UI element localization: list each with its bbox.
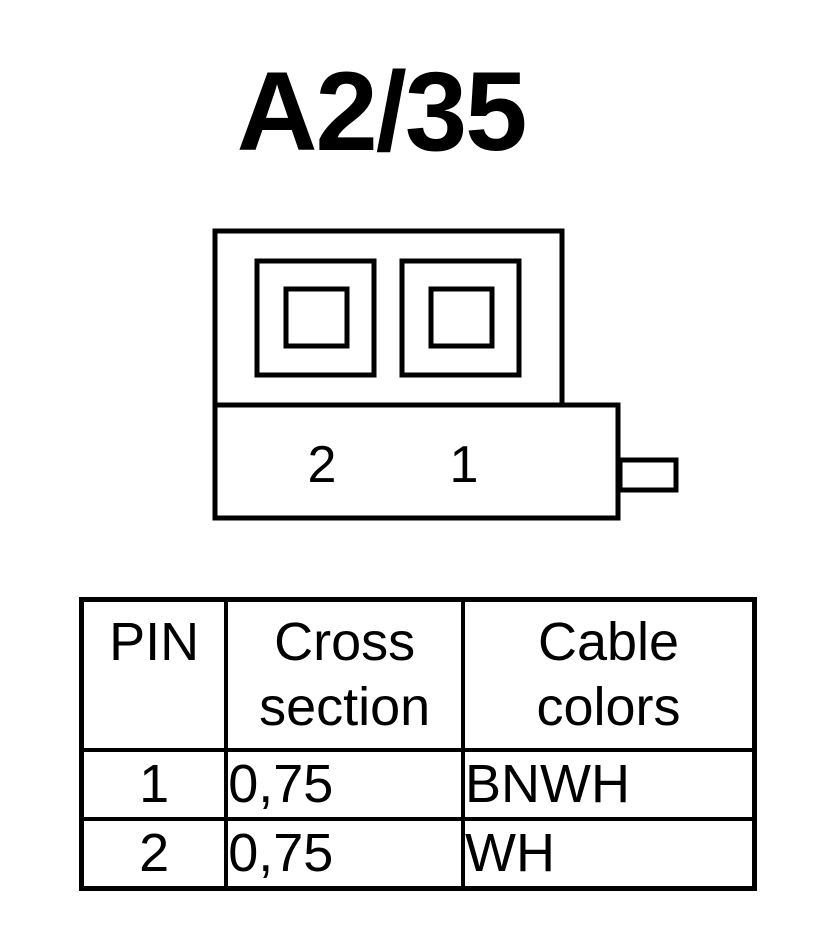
header-cross-section-line2: section bbox=[259, 676, 431, 737]
header-cable-colors-line2: colors bbox=[536, 676, 681, 737]
pin-label-1: 1 bbox=[450, 436, 479, 494]
connector-lower-housing bbox=[212, 402, 621, 521]
cell-cross-section: 0,75 bbox=[224, 816, 466, 891]
table-row: 1 0,75 BNWH bbox=[79, 748, 757, 821]
cell-cross-section: 0,75 bbox=[224, 748, 466, 821]
connector-diagram: 2 1 bbox=[212, 228, 679, 521]
table-header-row: PIN Cross section Cable colors bbox=[79, 597, 757, 752]
pin-2-socket-outer bbox=[254, 258, 377, 378]
header-pin-label: PIN bbox=[109, 612, 200, 672]
header-pin: PIN bbox=[79, 597, 229, 752]
cell-pin: 1 bbox=[79, 748, 229, 821]
connector-latch-tab bbox=[617, 457, 679, 493]
pin-1-socket-outer bbox=[399, 258, 522, 378]
connector-title: A2/35 bbox=[236, 49, 528, 174]
header-cross-section-line1: Cross bbox=[274, 612, 416, 672]
connector-upper-housing bbox=[212, 228, 565, 408]
cell-cable-colors: WH bbox=[461, 816, 757, 891]
header-cable-colors-line1: Cable bbox=[537, 612, 680, 672]
table-row: 2 0,75 WH bbox=[79, 816, 757, 891]
pin-1-socket-inner bbox=[428, 286, 495, 349]
pin-2-socket-inner bbox=[283, 286, 350, 349]
header-cross-section: Cross section bbox=[224, 597, 466, 752]
cell-cable-colors: BNWH bbox=[461, 748, 757, 821]
cell-pin: 2 bbox=[79, 816, 229, 891]
header-cable-colors: Cable colors bbox=[461, 597, 757, 752]
pin-label-2: 2 bbox=[308, 436, 337, 494]
pin-assignment-table: PIN Cross section Cable colors 1 0,75 BN… bbox=[79, 597, 757, 891]
